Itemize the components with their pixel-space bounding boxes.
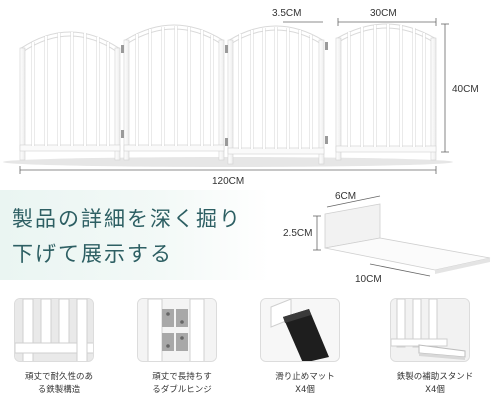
hinges [121, 42, 328, 146]
headline-panel [0, 190, 270, 280]
fence-drawing [3, 18, 453, 174]
feature-caption: 頑丈で耐久性のあ る鉄製構造 [24, 372, 93, 395]
feature-caption: 頑丈で長持ちす るダブルヒンジ [152, 372, 212, 395]
stand-drawing [313, 195, 491, 277]
fence-panel-1 [19, 31, 121, 161]
headline-line-2: 下げて展示する [12, 242, 173, 266]
total-width-label: 120CM [212, 176, 245, 187]
fence-panel-2 [123, 24, 225, 161]
headline-line-1: 製品の詳細を深く掘り [12, 207, 242, 231]
stand-depth-label: 6CM [335, 191, 357, 202]
support-stand-diagram: 6CM 2.5CM 10CM [275, 186, 500, 294]
support-stand-icon [390, 298, 470, 362]
fence-illustration: 3.5CM 30CM 40CM 120CM [0, 0, 500, 190]
feature-support-stand: 鉄製の補助スタンド X4個 [380, 296, 490, 406]
fence-panel-4 [335, 23, 437, 161]
panel-width-label: 30CM [370, 8, 397, 19]
fence-panel-3 [227, 25, 325, 165]
gap-dimension-label: 3.5CM [272, 8, 302, 19]
feature-caption: 鉄製の補助スタンド X4個 [396, 372, 474, 395]
dimension-lines [19, 18, 449, 174]
feature-double-hinge: 頑丈で長持ちす るダブルヒンジ [127, 296, 237, 406]
non-slip-mat-icon [260, 298, 340, 362]
stand-length-label: 10CM [355, 274, 382, 285]
feature-non-slip-mat: 滑り止めマット X4個 [250, 296, 360, 406]
double-hinge-icon [137, 298, 217, 362]
feature-iron-structure: 頑丈で耐久性のあ る鉄製構造 [4, 296, 114, 406]
feature-caption: 滑り止めマット X4個 [275, 372, 335, 395]
stand-height-label: 2.5CM [283, 228, 313, 239]
fence-frame-closeup-icon [14, 298, 94, 362]
height-dimension-label: 40CM [452, 84, 479, 95]
